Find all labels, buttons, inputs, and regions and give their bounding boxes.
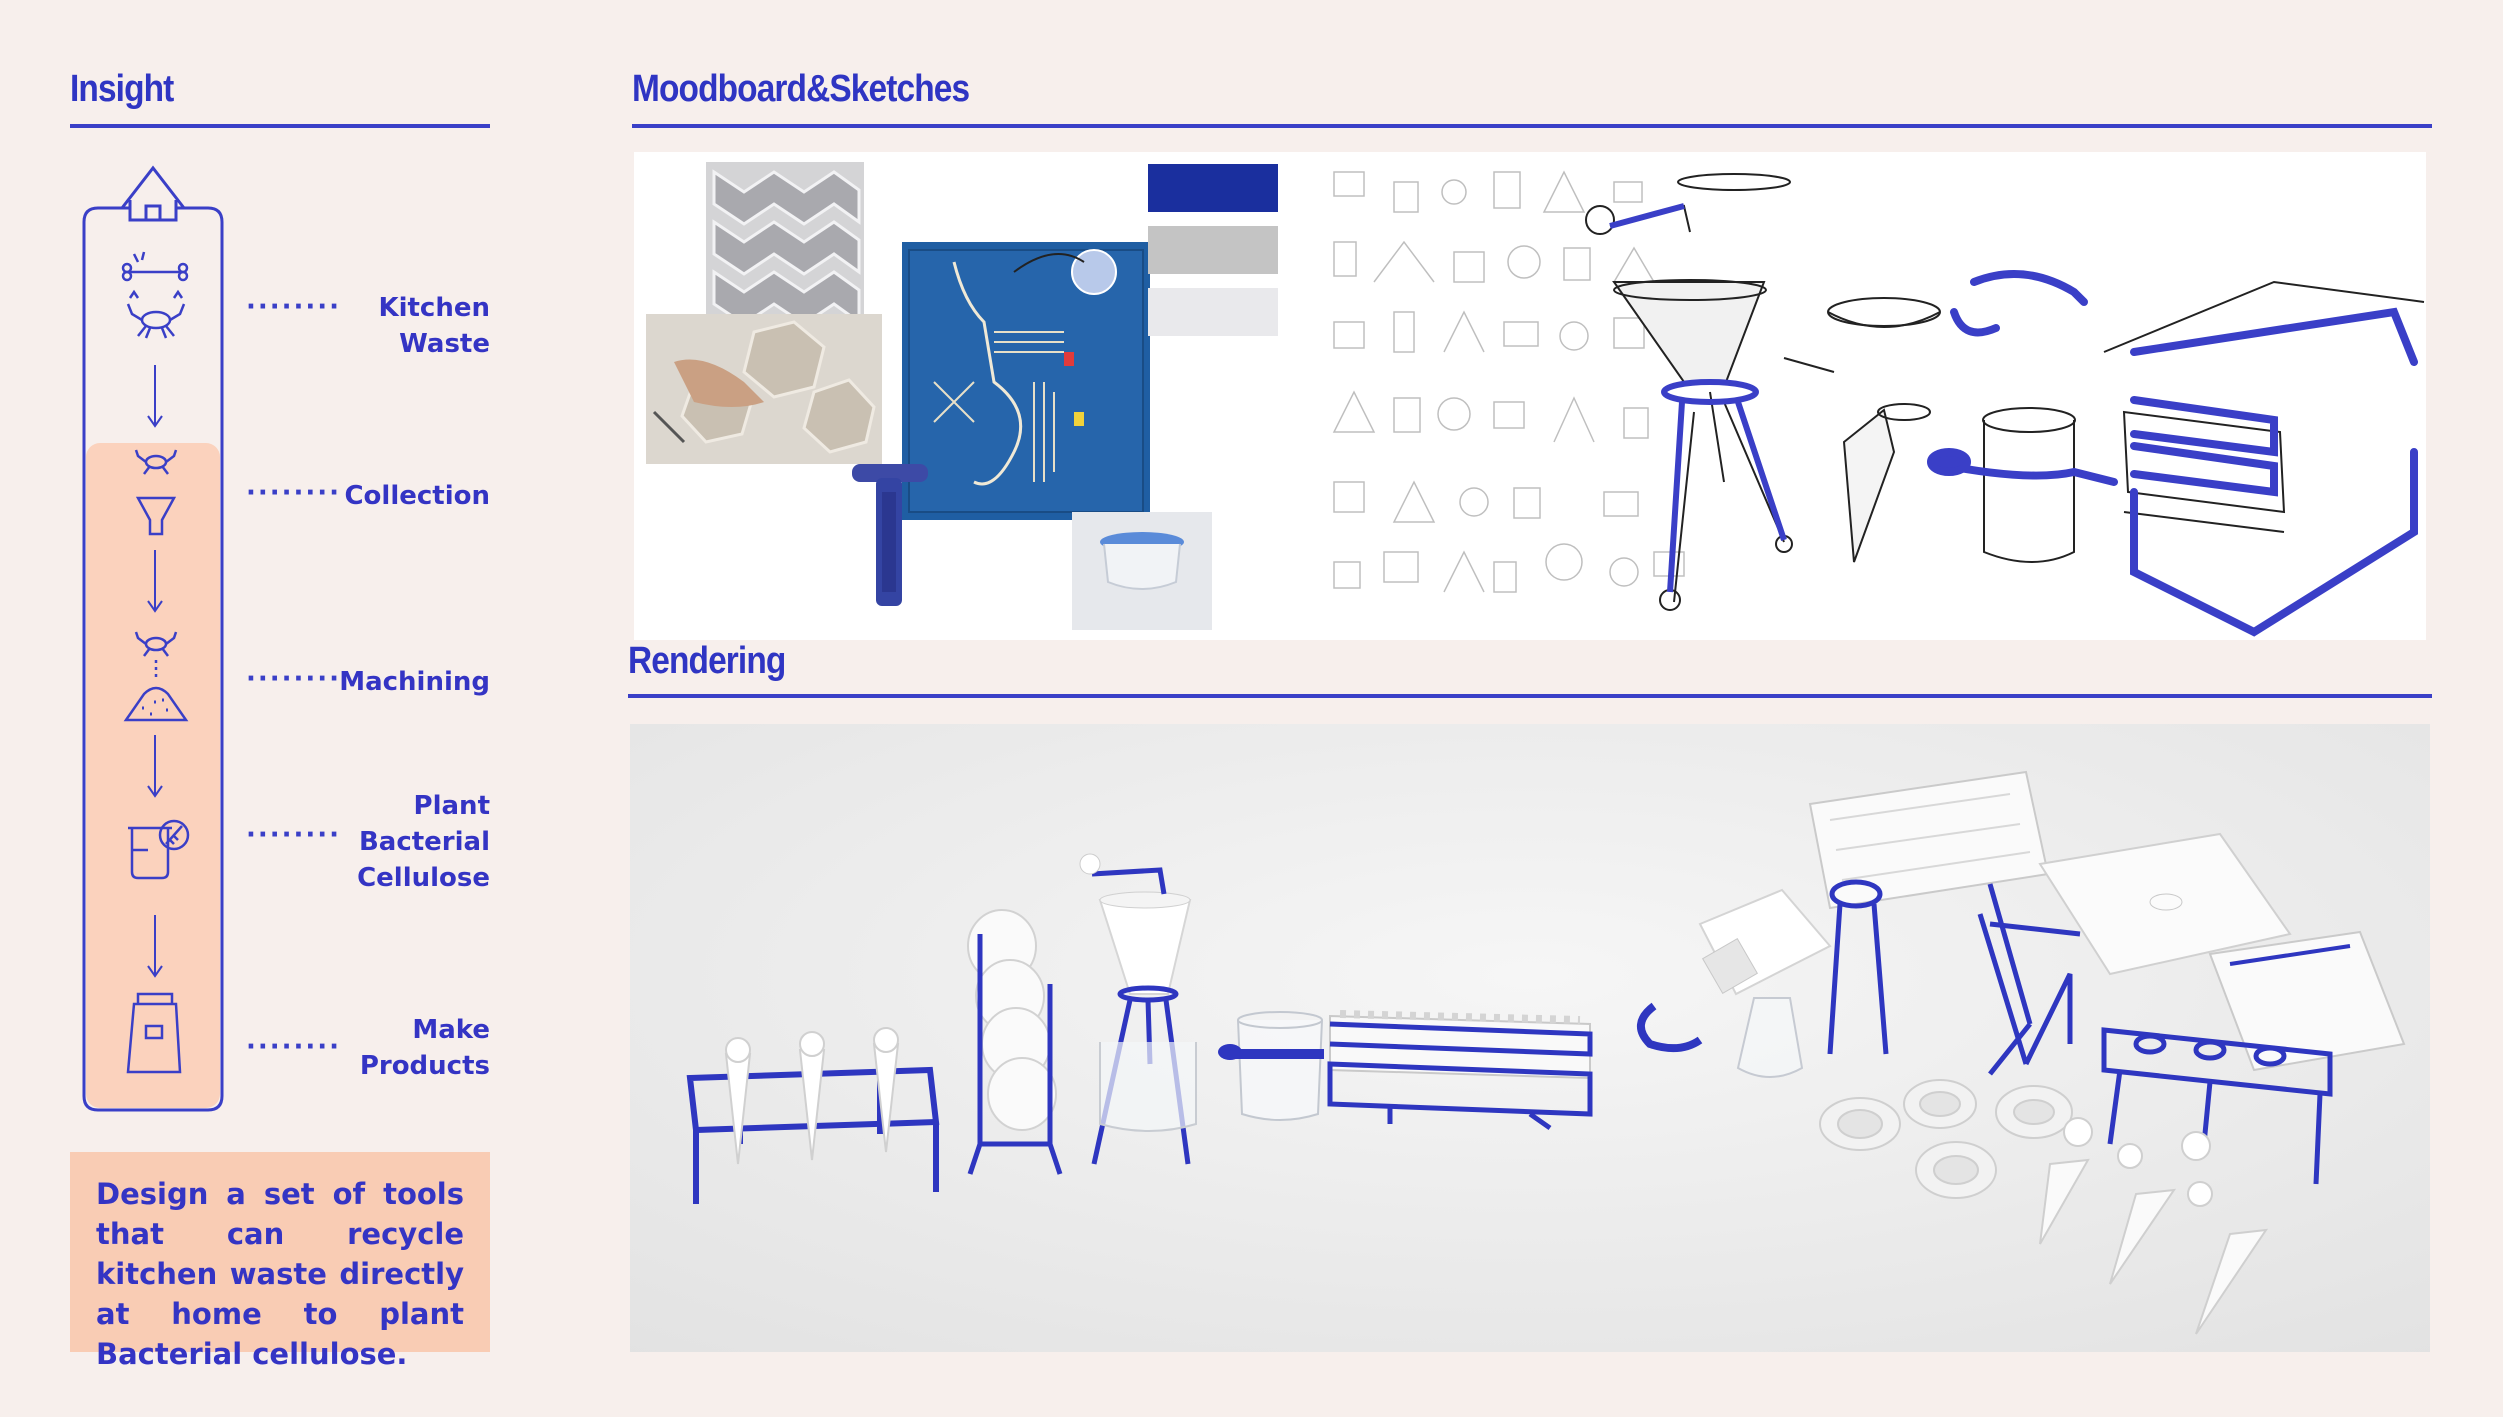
- handheld-device-photo: [852, 464, 928, 606]
- connector-dots: ········: [246, 478, 342, 508]
- swatch-light-gray: [1148, 288, 1278, 336]
- moodboard-panel: [634, 152, 2426, 640]
- rendering-rule: [628, 694, 2432, 698]
- grinder-render: [1079, 853, 1197, 1165]
- dish-rack-render: [1977, 883, 2081, 1076]
- ring-stand-render: [2101, 1027, 2333, 1185]
- process-highlight-region: [86, 443, 220, 1108]
- cone-rack-render: [686, 1027, 940, 1204]
- moodboard-rule: [632, 124, 2432, 128]
- jar-render: [1218, 1011, 1324, 1121]
- moodboard-heading: Moodboard&Sketches: [632, 68, 970, 110]
- tray-and-cone-sketches: [1783, 280, 2425, 563]
- flow-arrow: [147, 735, 163, 798]
- bone-crab-icon: [121, 251, 189, 339]
- flow-arrow: [147, 915, 163, 978]
- swatch-dark-blue: [1148, 164, 1278, 212]
- blue-accent-sketches: [1927, 270, 2418, 637]
- product-rendering: [630, 724, 2430, 1352]
- connector-dots: ········: [246, 820, 342, 850]
- second-tray-render: [2208, 930, 2406, 1072]
- funnel-parts-render: [1637, 888, 1832, 1078]
- funnel-icon: [134, 449, 178, 536]
- glass-bowl-photo: [1072, 512, 1212, 630]
- beaker-icon: [128, 819, 190, 880]
- flow-arrow: [147, 365, 163, 428]
- plate-rack-render: [967, 909, 1063, 1175]
- grinder-ring-highlight: [1609, 203, 1787, 593]
- tray-stack-render: [1327, 1010, 1593, 1131]
- moodboard-collage: [634, 152, 2426, 640]
- flow-arrow: [147, 550, 163, 613]
- step-machining-label: Machining: [339, 667, 490, 697]
- home-icon: [120, 165, 186, 222]
- dishes-and-cones-render: [1819, 1079, 2269, 1335]
- process-frame: [82, 206, 224, 1112]
- bag-icon: [126, 992, 182, 1074]
- rendering-heading: Rendering: [628, 640, 786, 682]
- insight-heading: Insight: [70, 68, 174, 110]
- ideation-sketches: [1332, 170, 1685, 593]
- step-collection-label: Collection: [344, 481, 490, 511]
- process-flow-diagram: [82, 165, 224, 1112]
- powder-pile-icon: [123, 631, 189, 722]
- folded-pattern-photo: [706, 162, 864, 332]
- connector-dots: ········: [246, 664, 342, 694]
- design-brief-box: Design a set of tools that can recycle k…: [70, 1152, 490, 1371]
- flat-board-render: [2038, 832, 2292, 976]
- connector-dots: ········: [246, 1032, 342, 1062]
- swatch-gray: [1148, 226, 1278, 274]
- abstract-painting-photo: [902, 242, 1150, 520]
- rendering-panel: [630, 724, 2430, 1352]
- felt-hexagon-photo: [646, 314, 882, 464]
- insight-rule: [70, 124, 490, 128]
- connector-dots: ········: [246, 292, 342, 322]
